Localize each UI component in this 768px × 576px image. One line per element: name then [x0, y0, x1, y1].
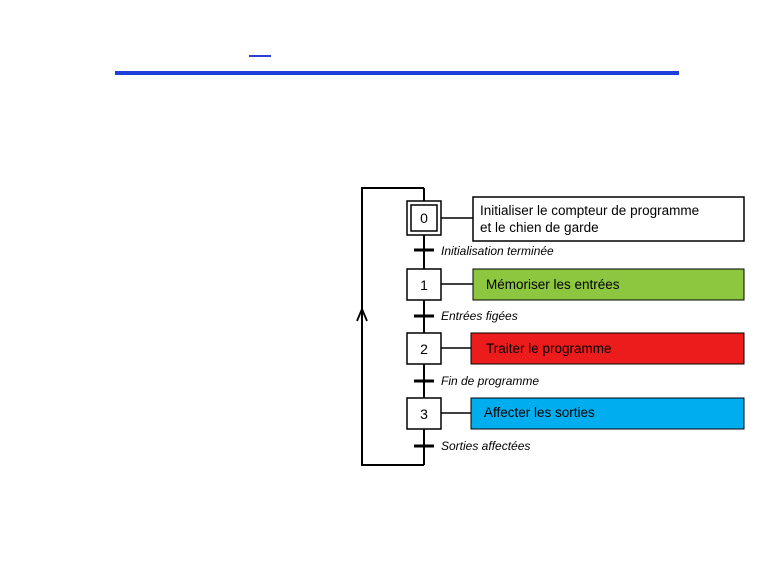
step-box: [406, 397, 442, 430]
action-text-2: Traiter le programme: [486, 341, 612, 356]
title-rule: [115, 71, 679, 75]
step-1: 1: [406, 268, 442, 301]
action-box-1: [472, 268, 745, 301]
transition-label-3: Sorties affectées: [441, 439, 530, 453]
step-number: 2: [420, 341, 428, 357]
transition-label-0: Initialisation terminée: [441, 244, 554, 258]
action-text-3: Affecter les sorties: [484, 405, 595, 420]
loop-back-line: [361, 187, 424, 466]
action-text-0-line2: et le chien de garde: [480, 220, 599, 235]
transition-label-2: Fin de programme: [441, 374, 539, 388]
action-text-0-line1: Initialiser le compteur de programme: [480, 203, 699, 218]
step-box: [406, 268, 442, 301]
step-0: 0: [406, 200, 442, 236]
step-2: 2: [406, 332, 442, 365]
arrow-up-icon: [356, 306, 368, 322]
step-number: 0: [420, 210, 428, 226]
step-box-inner: [410, 204, 438, 232]
title-dash: [249, 55, 271, 57]
action-box-0: [472, 196, 745, 242]
step-3: 3: [406, 397, 442, 430]
step-number: 1: [420, 277, 428, 293]
action-box-3: [470, 397, 745, 430]
step-number: 3: [420, 406, 428, 422]
action-text-1: Mémoriser les entrées: [486, 277, 620, 292]
action-box-2: [470, 332, 745, 365]
transition-label-1: Entrées figées: [441, 309, 518, 323]
